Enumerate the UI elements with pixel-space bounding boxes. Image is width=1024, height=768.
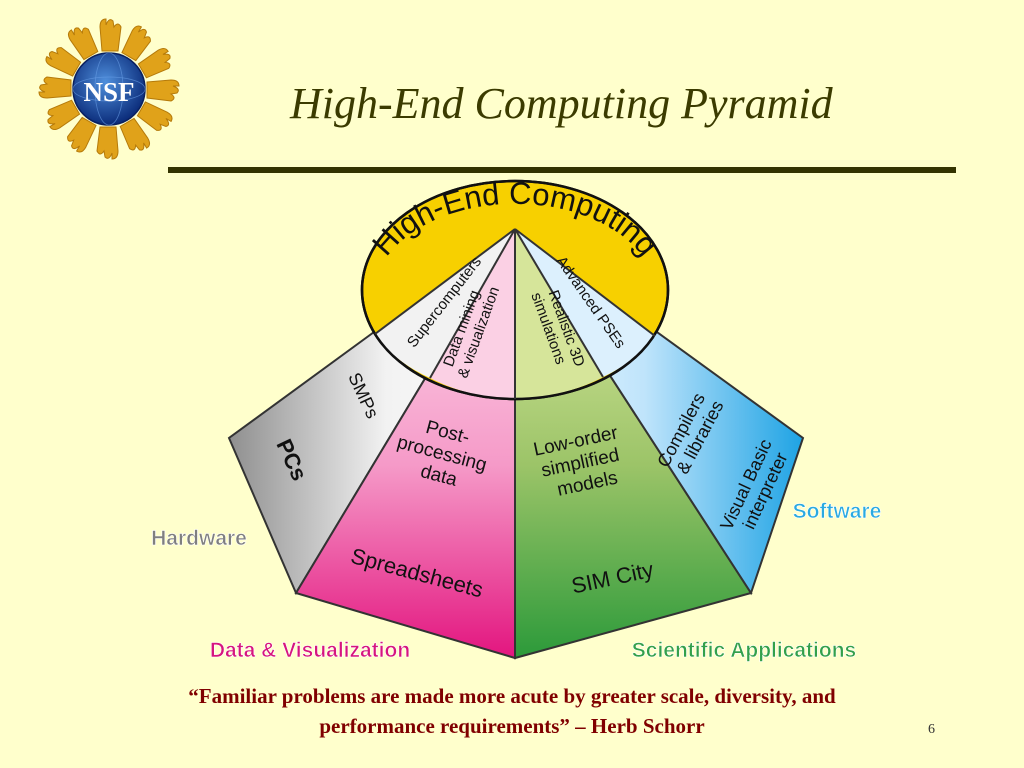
ellipse-outline — [360, 179, 670, 401]
quote-line-1: “Familiar problems are made more acute b… — [188, 684, 836, 708]
ridge-line — [429, 228, 516, 379]
page-number: 6 — [928, 722, 935, 737]
data-visualization-category-label: Data & Visualization — [210, 639, 410, 662]
software-category-label: Software — [793, 500, 882, 523]
science-top-section — [515, 229, 603, 399]
software-top-section — [515, 229, 655, 377]
ridge-line — [514, 228, 604, 378]
scientific-applications-category-label: Scientific Applications — [632, 639, 856, 662]
slide-title: High-End Computing Pyramid — [290, 79, 833, 128]
quote-line-2: performance requirements” – Herb Schorr — [319, 714, 705, 738]
svg-text:NSF: NSF — [83, 77, 134, 107]
data-top-section — [430, 229, 515, 399]
title-divider — [168, 167, 956, 173]
nsf-logo-icon: NSF — [38, 18, 180, 160]
hardware-category-label: Hardware — [151, 527, 247, 550]
ridge-line — [514, 228, 656, 337]
hardware-top-section — [375, 229, 515, 378]
post-processing-label: Post- processing data — [389, 411, 500, 499]
ridge-line — [374, 228, 516, 335]
